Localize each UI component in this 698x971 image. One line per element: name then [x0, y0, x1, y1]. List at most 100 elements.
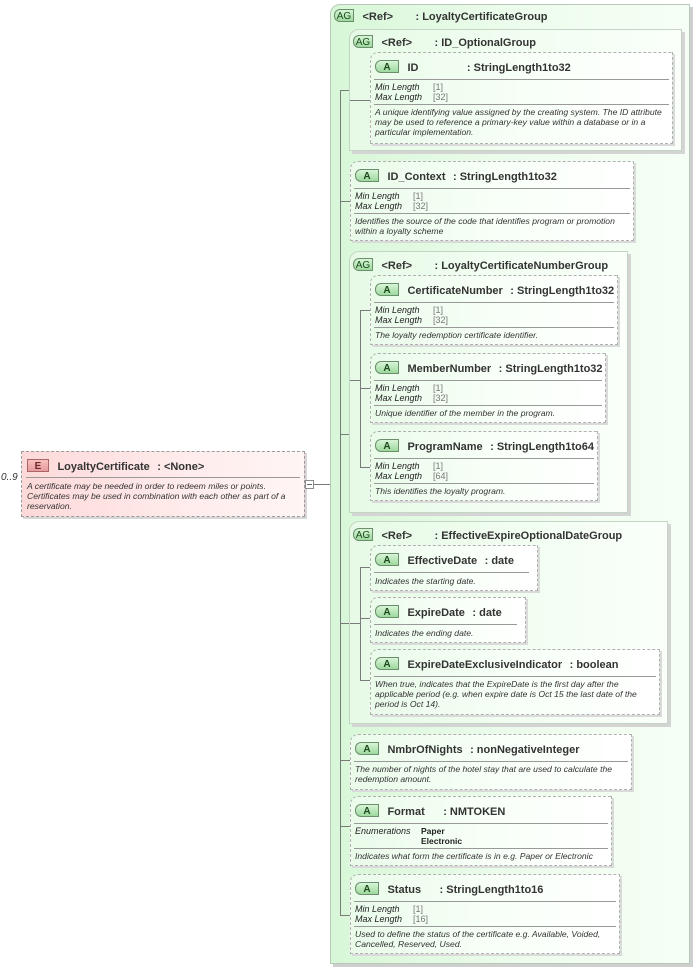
attribute-name: MemberNumber: [407, 363, 492, 375]
attribute-group-icon: AG: [334, 9, 354, 23]
facet-label: Min Length: [375, 82, 420, 92]
attribute-icon: A: [375, 439, 399, 453]
attribute-type: : NMTOKEN: [443, 806, 506, 818]
group-name: : LoyaltyCertificateGroup: [415, 11, 548, 23]
group-header: AG <Ref> : LoyaltyCertificateGroup: [334, 7, 548, 25]
attribute-id[interactable]: A ID : StringLength1to32 Min Length [1] M…: [370, 52, 673, 144]
attribute-doc: Indicates the starting date.: [375, 576, 476, 586]
facet-value: [32]: [433, 393, 449, 403]
attribute-type: : boolean: [569, 659, 619, 671]
facet-value: [32]: [433, 315, 449, 325]
attribute-name: ExpireDate: [407, 607, 465, 619]
attribute-group-icon: AG: [353, 258, 373, 272]
attribute-expire-date[interactable]: A ExpireDate : date Indicates the ending…: [370, 597, 526, 643]
group-ref: <Ref>: [362, 11, 394, 23]
facet-value: [16]: [413, 914, 429, 924]
facet-value: [32]: [433, 92, 449, 102]
attribute-type: : StringLength1to32: [510, 285, 615, 297]
facet-value: [1]: [413, 904, 424, 914]
attribute-type: : nonNegativeInteger: [470, 744, 580, 756]
group-name: : EffectiveExpireOptionalDateGroup: [434, 530, 623, 542]
attribute-name: ID: [407, 62, 419, 74]
element-icon: E: [27, 459, 49, 473]
attribute-icon: A: [355, 804, 379, 818]
attribute-icon: A: [375, 361, 399, 375]
attribute-type: : StringLength1to32: [452, 171, 557, 183]
attribute-id-context[interactable]: A ID_Context : StringLength1to32 Min Len…: [350, 161, 634, 241]
facet-label: Max Length: [355, 914, 403, 924]
attribute-doc: The loyalty redemption certificate ident…: [375, 330, 539, 340]
group-ref: <Ref>: [381, 37, 413, 49]
facet-label: Min Length: [375, 383, 420, 393]
group-ref: <Ref>: [381, 260, 413, 272]
attribute-expire-date-exclusive-indicator[interactable]: A ExpireDateExclusiveIndicator : boolean…: [370, 649, 660, 715]
facet-label: Max Length: [355, 201, 403, 211]
attribute-icon: A: [375, 283, 399, 297]
attribute-doc: Unique identifier of the member in the p…: [375, 408, 556, 418]
element-doc: A certificate may be needed in order to …: [27, 481, 286, 511]
attribute-name: CertificateNumber: [407, 285, 503, 297]
attribute-doc: Used to define the status of the certifi…: [355, 929, 601, 949]
attribute-type: : date: [484, 555, 514, 567]
group-header: AG <Ref> : ID_OptionalGroup: [353, 33, 536, 51]
facet-label: Min Length: [375, 461, 420, 471]
collapse-toggle-icon[interactable]: [305, 480, 314, 489]
enum-value: Paper: [421, 826, 445, 836]
attribute-name: EffectiveDate: [407, 555, 478, 567]
attribute-type: : StringLength1to64: [490, 441, 594, 453]
attribute-type: : date: [472, 607, 502, 619]
attribute-type: : StringLength1to32: [466, 62, 571, 74]
attribute-name: NmbrOfNights: [387, 744, 463, 756]
attribute-program-name[interactable]: A ProgramName : StringLength1to64 Min Le…: [370, 431, 598, 501]
facet-label: Max Length: [375, 471, 423, 481]
facet-label: Max Length: [375, 315, 423, 325]
attribute-group-icon: AG: [353, 528, 373, 542]
attribute-doc: This identifies the loyalty program.: [375, 486, 506, 496]
attribute-icon: A: [375, 605, 399, 619]
attribute-doc: A unique identifying value assigned by t…: [375, 107, 662, 137]
attribute-icon: A: [355, 882, 379, 896]
attribute-type: : StringLength1to16: [439, 884, 544, 896]
attribute-name: ID_Context: [387, 171, 446, 183]
facet-label: Max Length: [375, 92, 423, 102]
attribute-name: Status: [387, 884, 422, 896]
attribute-status[interactable]: A Status : StringLength1to16 Min Length […: [350, 874, 620, 954]
facet-label: Max Length: [375, 393, 423, 403]
facet-value: [1]: [413, 191, 424, 201]
element-name: LoyaltyCertificate: [57, 461, 150, 473]
facet-label: Min Length: [375, 305, 420, 315]
facet-value: [1]: [433, 461, 444, 471]
attribute-doc: Indicates what form the certificate is i…: [355, 851, 593, 861]
group-ref: <Ref>: [381, 530, 413, 542]
attribute-type: : StringLength1to32: [498, 363, 603, 375]
facet-value: [32]: [413, 201, 429, 211]
attribute-name: ProgramName: [407, 441, 483, 453]
attribute-member-number[interactable]: A MemberNumber : StringLength1to32 Min L…: [370, 353, 606, 423]
facet-value: [1]: [433, 82, 444, 92]
attribute-icon: A: [355, 169, 379, 183]
attribute-group-icon: AG: [353, 35, 373, 49]
attribute-doc: When true, indicates that the ExpireDate…: [375, 679, 637, 709]
occurrence-label: 0..9: [1, 472, 18, 483]
group-header: AG <Ref> : EffectiveExpireOptionalDateGr…: [353, 526, 622, 544]
group-name: : LoyaltyCertificateNumberGroup: [434, 260, 609, 272]
attribute-icon: A: [355, 742, 379, 756]
facet-value: [1]: [433, 383, 444, 393]
facet-label: Min Length: [355, 904, 400, 914]
attribute-certificate-number[interactable]: A CertificateNumber : StringLength1to32 …: [370, 275, 618, 345]
attribute-doc: Identifies the source of the code that i…: [355, 216, 615, 236]
group-header: AG <Ref> : LoyaltyCertificateNumberGroup: [353, 256, 608, 274]
attribute-icon: A: [375, 657, 399, 671]
attribute-icon: A: [375, 60, 399, 74]
element-loyalty-certificate[interactable]: E LoyaltyCertificate : <None> A certific…: [21, 451, 305, 517]
facet-value: [1]: [433, 305, 444, 315]
group-name: : ID_OptionalGroup: [434, 37, 536, 49]
attribute-name: Format: [387, 806, 425, 818]
attribute-icon: A: [375, 553, 399, 567]
attribute-doc: The number of nights of the hotel stay t…: [355, 764, 613, 784]
facet-value: [64]: [433, 471, 449, 481]
attribute-effective-date[interactable]: A EffectiveDate : date Indicates the sta…: [370, 545, 538, 591]
attribute-nmbr-of-nights[interactable]: A NmbrOfNights : nonNegativeInteger The …: [350, 734, 632, 790]
facet-label: Min Length: [355, 191, 400, 201]
